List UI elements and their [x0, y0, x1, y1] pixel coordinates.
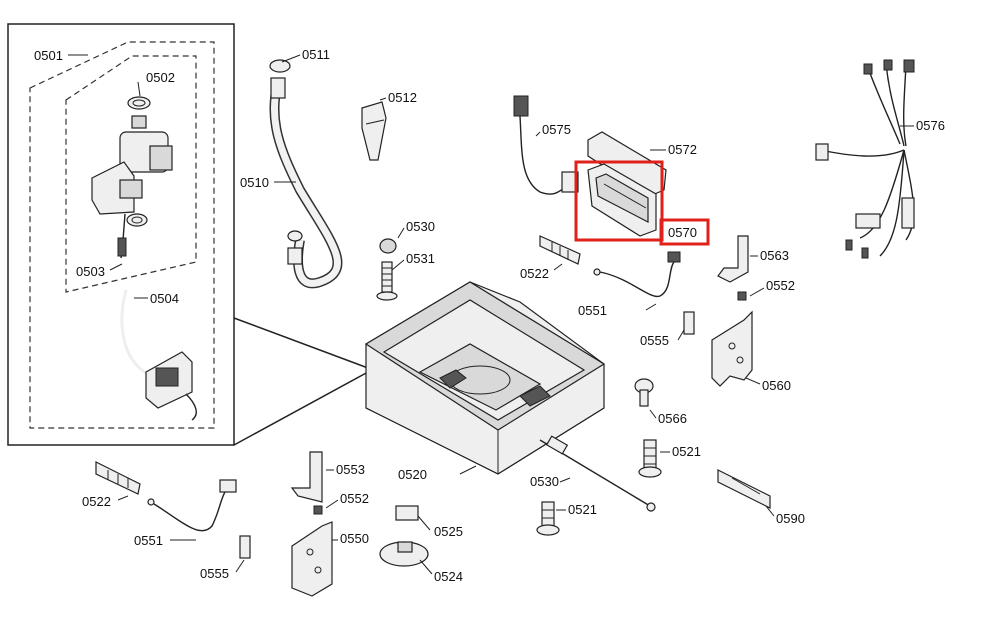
label-0511[interactable]: 0511: [302, 47, 330, 62]
label-0552-top[interactable]: 0552: [766, 278, 795, 293]
spring-left-part[interactable]: [313, 505, 323, 515]
label-0525[interactable]: 0525: [434, 524, 463, 539]
clip-small-left-part[interactable]: [239, 535, 251, 559]
label-0520[interactable]: 0520: [398, 467, 427, 482]
label-0521-bottom[interactable]: 0521: [568, 502, 597, 517]
leader-lines: [68, 54, 914, 575]
float-part[interactable]: [634, 378, 654, 407]
part-labels: 0501 0502 0503 0504 0511 0510 0512 0530 …: [34, 47, 945, 584]
label-0502[interactable]: 0502: [146, 70, 175, 85]
bracket-part-2[interactable]: [95, 461, 141, 495]
hinge-plate-left-part[interactable]: [291, 521, 333, 597]
label-0566[interactable]: 0566: [658, 411, 687, 426]
label-0563[interactable]: 0563: [760, 248, 789, 263]
foot-cap-part[interactable]: [379, 238, 397, 254]
label-0570[interactable]: 0570: [668, 225, 697, 240]
highlight-box-part: [574, 160, 664, 242]
foot-part[interactable]: [638, 439, 662, 478]
hose-assembly-part[interactable]: [120, 289, 197, 421]
disc-part[interactable]: [379, 541, 429, 567]
label-0575[interactable]: 0575: [542, 122, 571, 137]
wiring-harness-part[interactable]: [815, 59, 915, 259]
hinge-bracket-left-part[interactable]: [290, 451, 323, 503]
label-0531[interactable]: 0531: [406, 251, 435, 266]
label-0530-top[interactable]: 0530: [406, 219, 435, 234]
spring-part[interactable]: [737, 291, 747, 301]
power-cable-part[interactable]: [513, 95, 579, 195]
label-0522-top[interactable]: 0522: [520, 266, 549, 281]
highlight-box-label: [659, 218, 710, 246]
inlet-valve-part[interactable]: [91, 96, 173, 259]
label-0551-top[interactable]: 0551: [578, 303, 607, 318]
label-0501[interactable]: 0501: [34, 48, 63, 63]
label-0522-bottom[interactable]: 0522: [82, 494, 111, 509]
label-0553[interactable]: 0553: [336, 462, 365, 477]
label-0590[interactable]: 0590: [776, 511, 805, 526]
bracket-part[interactable]: [539, 235, 581, 265]
connector-part[interactable]: [395, 505, 419, 521]
label-0504[interactable]: 0504: [150, 291, 179, 306]
label-0551-bottom[interactable]: 0551: [134, 533, 163, 548]
cover-plate-part[interactable]: [717, 469, 771, 509]
adjustable-foot-part[interactable]: [376, 261, 398, 301]
label-0576[interactable]: 0576: [916, 118, 945, 133]
foot-part-2[interactable]: [536, 501, 560, 536]
label-0555-top[interactable]: 0555: [640, 333, 669, 348]
sensor-cable-part[interactable]: [593, 251, 681, 298]
label-0524[interactable]: 0524: [434, 569, 463, 584]
clip-small-part[interactable]: [683, 311, 695, 335]
hinge-plate-part[interactable]: [711, 310, 753, 387]
label-0555-bottom[interactable]: 0555: [200, 566, 229, 581]
label-0560[interactable]: 0560: [762, 378, 791, 393]
label-0572[interactable]: 0572: [668, 142, 697, 157]
drain-hose-part[interactable]: [269, 59, 343, 289]
cover-panel-part[interactable]: [587, 131, 667, 197]
sensor-cable-part-2[interactable]: [147, 479, 237, 532]
label-0530-bottom[interactable]: 0530: [530, 474, 559, 489]
rod-part[interactable]: [539, 435, 656, 512]
filter-part[interactable]: [587, 163, 657, 237]
base-tub-part[interactable]: [364, 281, 606, 475]
label-0512[interactable]: 0512: [388, 90, 417, 105]
label-0521-top[interactable]: 0521: [672, 444, 701, 459]
label-0550[interactable]: 0550: [340, 531, 369, 546]
hinge-bracket-part[interactable]: [717, 235, 749, 283]
label-0552-bottom[interactable]: 0552: [340, 491, 369, 506]
clip-part[interactable]: [361, 101, 387, 161]
label-0510[interactable]: 0510: [240, 175, 269, 190]
inset-detail-frame: [7, 23, 369, 446]
label-0503[interactable]: 0503: [76, 264, 105, 279]
